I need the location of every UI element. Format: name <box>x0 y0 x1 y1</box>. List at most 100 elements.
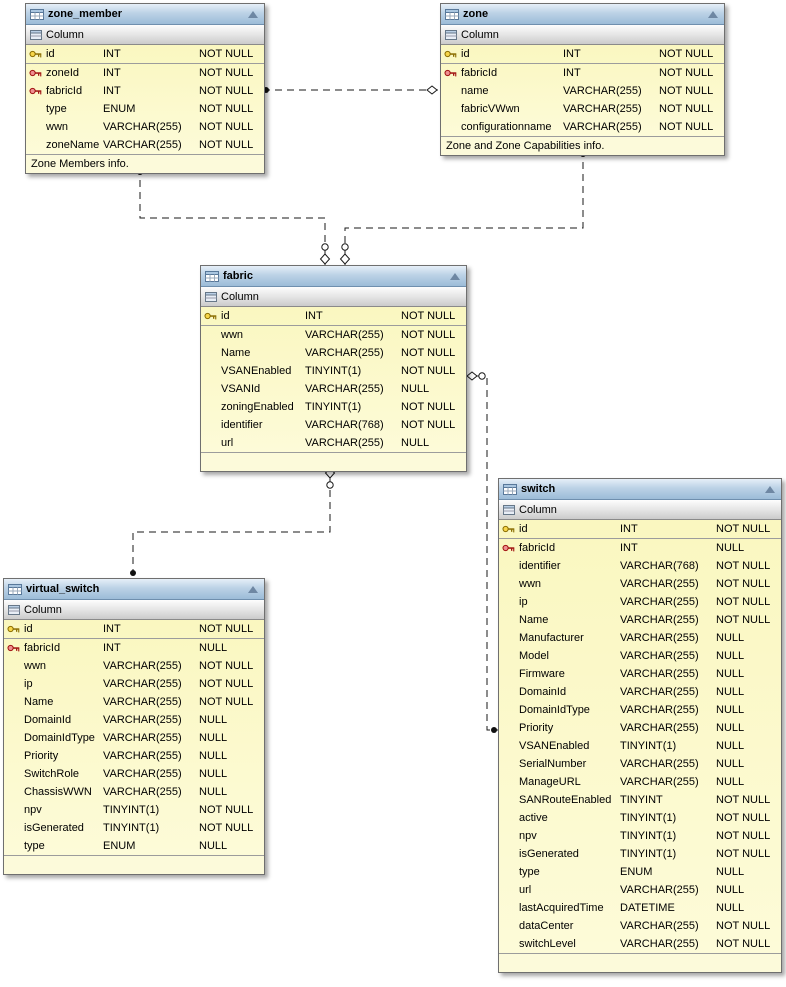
collapse-icon[interactable] <box>708 10 718 18</box>
columns-section-header[interactable]: Column <box>26 25 264 45</box>
column-type: ENUM <box>103 840 136 852</box>
column-nullable: NOT NULL <box>401 347 456 359</box>
table-header-virtual_switch[interactable]: virtual_switch <box>4 579 264 600</box>
columns-icon <box>503 504 515 515</box>
column-name: SerialNumber <box>519 758 587 770</box>
collapse-icon[interactable] <box>248 10 258 18</box>
table-header-zone_member[interactable]: zone_member <box>26 4 264 25</box>
collapse-icon[interactable] <box>765 485 775 493</box>
table-header-fabric[interactable]: fabric <box>201 266 466 287</box>
pk-key-icon-cell <box>502 524 519 534</box>
column-type: VARCHAR(255) <box>620 776 699 788</box>
columns-section-label: Column <box>461 28 499 41</box>
column-nullable: NOT NULL <box>659 85 714 97</box>
collapse-icon[interactable] <box>450 272 460 280</box>
columns-section-header[interactable]: Column <box>4 600 264 620</box>
column-nullable: NOT NULL <box>659 67 714 79</box>
pk-key-icon <box>29 50 42 58</box>
column-nullable: NOT NULL <box>401 365 456 377</box>
collapse-icon[interactable] <box>248 585 258 593</box>
column-nullable: NOT NULL <box>716 523 771 535</box>
column-type: VARCHAR(255) <box>103 714 182 726</box>
column-type: TINYINT(1) <box>103 822 160 834</box>
column-name: npv <box>519 830 537 842</box>
columns-section-header[interactable]: Column <box>499 500 781 520</box>
pk-key-icon-cell <box>444 49 461 59</box>
columns-section-header[interactable]: Column <box>201 287 466 307</box>
table-header-zone[interactable]: zone <box>441 4 724 25</box>
column-name: DomainIdType <box>24 732 95 744</box>
column-type: VARCHAR(255) <box>103 696 182 708</box>
column-name: type <box>24 840 45 852</box>
table-title: zone <box>463 8 489 20</box>
relationship-end-circle <box>326 481 334 489</box>
relationship-end-circle <box>321 243 329 251</box>
columns-section-header[interactable]: Column <box>441 25 724 45</box>
table-header-switch[interactable]: switch <box>499 479 781 500</box>
